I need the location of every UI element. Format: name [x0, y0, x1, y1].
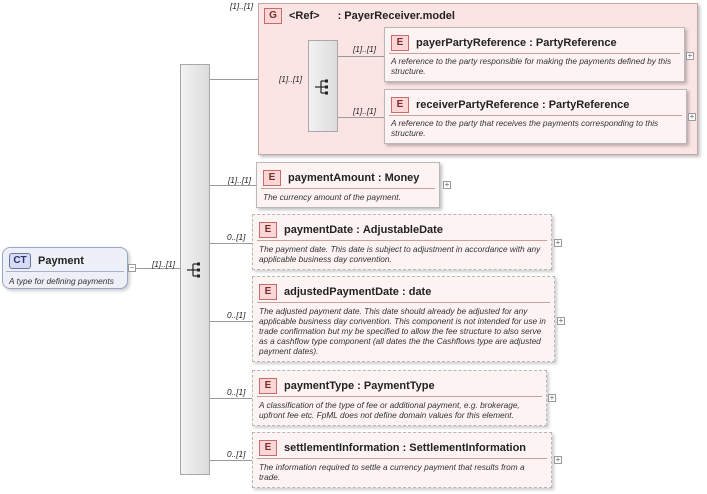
group-ref-label: <Ref> [289, 10, 320, 22]
element-multiplicity: [1]..[1] [228, 175, 252, 185]
sequence-multiplicity: [1]..[1] [152, 259, 176, 269]
type-separator: : [538, 99, 549, 111]
complex-type-divider [6, 271, 124, 272]
element-type: AdjustableDate [362, 224, 443, 236]
type-separator: : [399, 442, 410, 454]
element-badge: E [259, 222, 277, 238]
group-sequence-multiplicity: [1]..[1] [279, 74, 303, 84]
sequence-icon [315, 79, 328, 95]
connector-to-settlement-information [210, 460, 252, 461]
element-payment-amount[interactable]: E paymentAmount : Money The currency amo… [256, 162, 440, 208]
element-badge: E [259, 378, 277, 394]
group-multiplicity: [1]..[1] [230, 1, 254, 11]
connector-to-adjusted-payment-date [210, 321, 252, 322]
connector-to-receiver-party-reference [338, 117, 384, 118]
type-separator: : [353, 224, 363, 236]
element-doc: A reference to the party responsible for… [391, 56, 672, 76]
connector-to-payment-date [210, 243, 252, 244]
element-divider [257, 240, 547, 241]
main-sequence-compositor[interactable] [180, 64, 210, 475]
element-name: settlementInformation [284, 442, 400, 454]
element-name: paymentAmount [288, 172, 375, 184]
element-adjusted-payment-date[interactable]: E adjustedPaymentDate : date The adjuste… [252, 276, 555, 362]
element-name: paymentDate [284, 224, 354, 236]
connector-to-payment-type [210, 398, 252, 399]
expand-toggle-payment-amount[interactable]: + [443, 180, 451, 189]
expand-toggle-receiver-party-reference[interactable]: + [688, 112, 696, 121]
group-sequence-compositor[interactable] [308, 40, 338, 132]
element-multiplicity: 0..[1] [227, 310, 246, 320]
element-name: adjustedPaymentDate [284, 286, 399, 298]
element-payer-party-reference[interactable]: E payerPartyReference : PartyReference A… [384, 27, 685, 82]
expand-toggle-payment-type[interactable]: + [548, 393, 556, 402]
element-badge: E [391, 35, 409, 51]
connector-root-to-sequence [136, 268, 180, 269]
element-divider [257, 458, 547, 459]
group-name: : PayerReceiver.model [337, 10, 455, 22]
element-doc: The adjusted payment date. This date sho… [259, 306, 546, 356]
sequence-icon [187, 262, 200, 278]
element-doc: The payment date. This date is subject t… [259, 244, 541, 264]
element-type: PaymentType [363, 380, 435, 392]
element-doc: A reference to the party that receives t… [391, 118, 659, 138]
complex-type-name: Payment [38, 255, 84, 267]
type-separator: : [374, 172, 385, 184]
element-settlement-information[interactable]: E settlementInformation : SettlementInfo… [252, 432, 552, 488]
element-type: date [408, 286, 432, 298]
element-badge: E [263, 170, 281, 186]
connector-to-group [210, 79, 258, 80]
connector-to-payer-party-reference [338, 56, 384, 57]
element-receiver-party-reference[interactable]: E receiverPartyReference : PartyReferenc… [384, 89, 687, 144]
group-badge: G [264, 8, 282, 24]
element-multiplicity: 0..[1] [227, 449, 246, 459]
element-doc: A classification of the type of fee or a… [259, 400, 520, 420]
element-doc: The information required to settle a cur… [259, 462, 525, 482]
type-separator: : [526, 37, 536, 49]
element-type: PartyReference [535, 37, 617, 49]
expand-toggle-settlement-information[interactable]: + [554, 455, 562, 464]
element-multiplicity: 0..[1] [227, 232, 246, 242]
element-payment-type[interactable]: E paymentType : PaymentType A classifica… [252, 370, 547, 426]
element-divider [261, 188, 435, 189]
collapse-toggle-payment[interactable]: − [128, 263, 136, 272]
element-badge: E [259, 440, 277, 456]
element-multiplicity: [1]..[1] [353, 106, 377, 116]
expand-toggle-payment-date[interactable]: + [554, 238, 562, 247]
element-divider [389, 115, 682, 116]
element-multiplicity: 0..[1] [227, 387, 246, 397]
complex-type-doc: A type for defining payments [9, 276, 114, 286]
element-type: SettlementInformation [409, 442, 527, 454]
expand-toggle-adjusted-payment-date[interactable]: + [557, 316, 565, 325]
complex-type-payment[interactable]: CT Payment A type for defining payments [2, 247, 128, 289]
type-separator: : [354, 380, 364, 392]
element-badge: E [391, 97, 409, 113]
element-type: Money [384, 172, 420, 184]
element-doc: The currency amount of the payment. [263, 192, 401, 202]
element-badge: E [259, 284, 277, 300]
element-name: paymentType [284, 380, 355, 392]
element-payment-date[interactable]: E paymentDate : AdjustableDate The payme… [252, 214, 552, 270]
expand-toggle-payer-party-reference[interactable]: + [686, 51, 694, 60]
element-divider [389, 53, 680, 54]
element-name: receiverPartyReference [416, 99, 539, 111]
element-name: payerPartyReference [416, 37, 527, 49]
complex-type-badge: CT [9, 253, 31, 269]
type-separator: : [398, 286, 409, 298]
element-divider [257, 396, 542, 397]
element-type: PartyReference [548, 99, 630, 111]
element-multiplicity: [1]..[1] [353, 44, 377, 54]
connector-to-payment-amount [210, 185, 256, 186]
element-divider [257, 302, 550, 303]
